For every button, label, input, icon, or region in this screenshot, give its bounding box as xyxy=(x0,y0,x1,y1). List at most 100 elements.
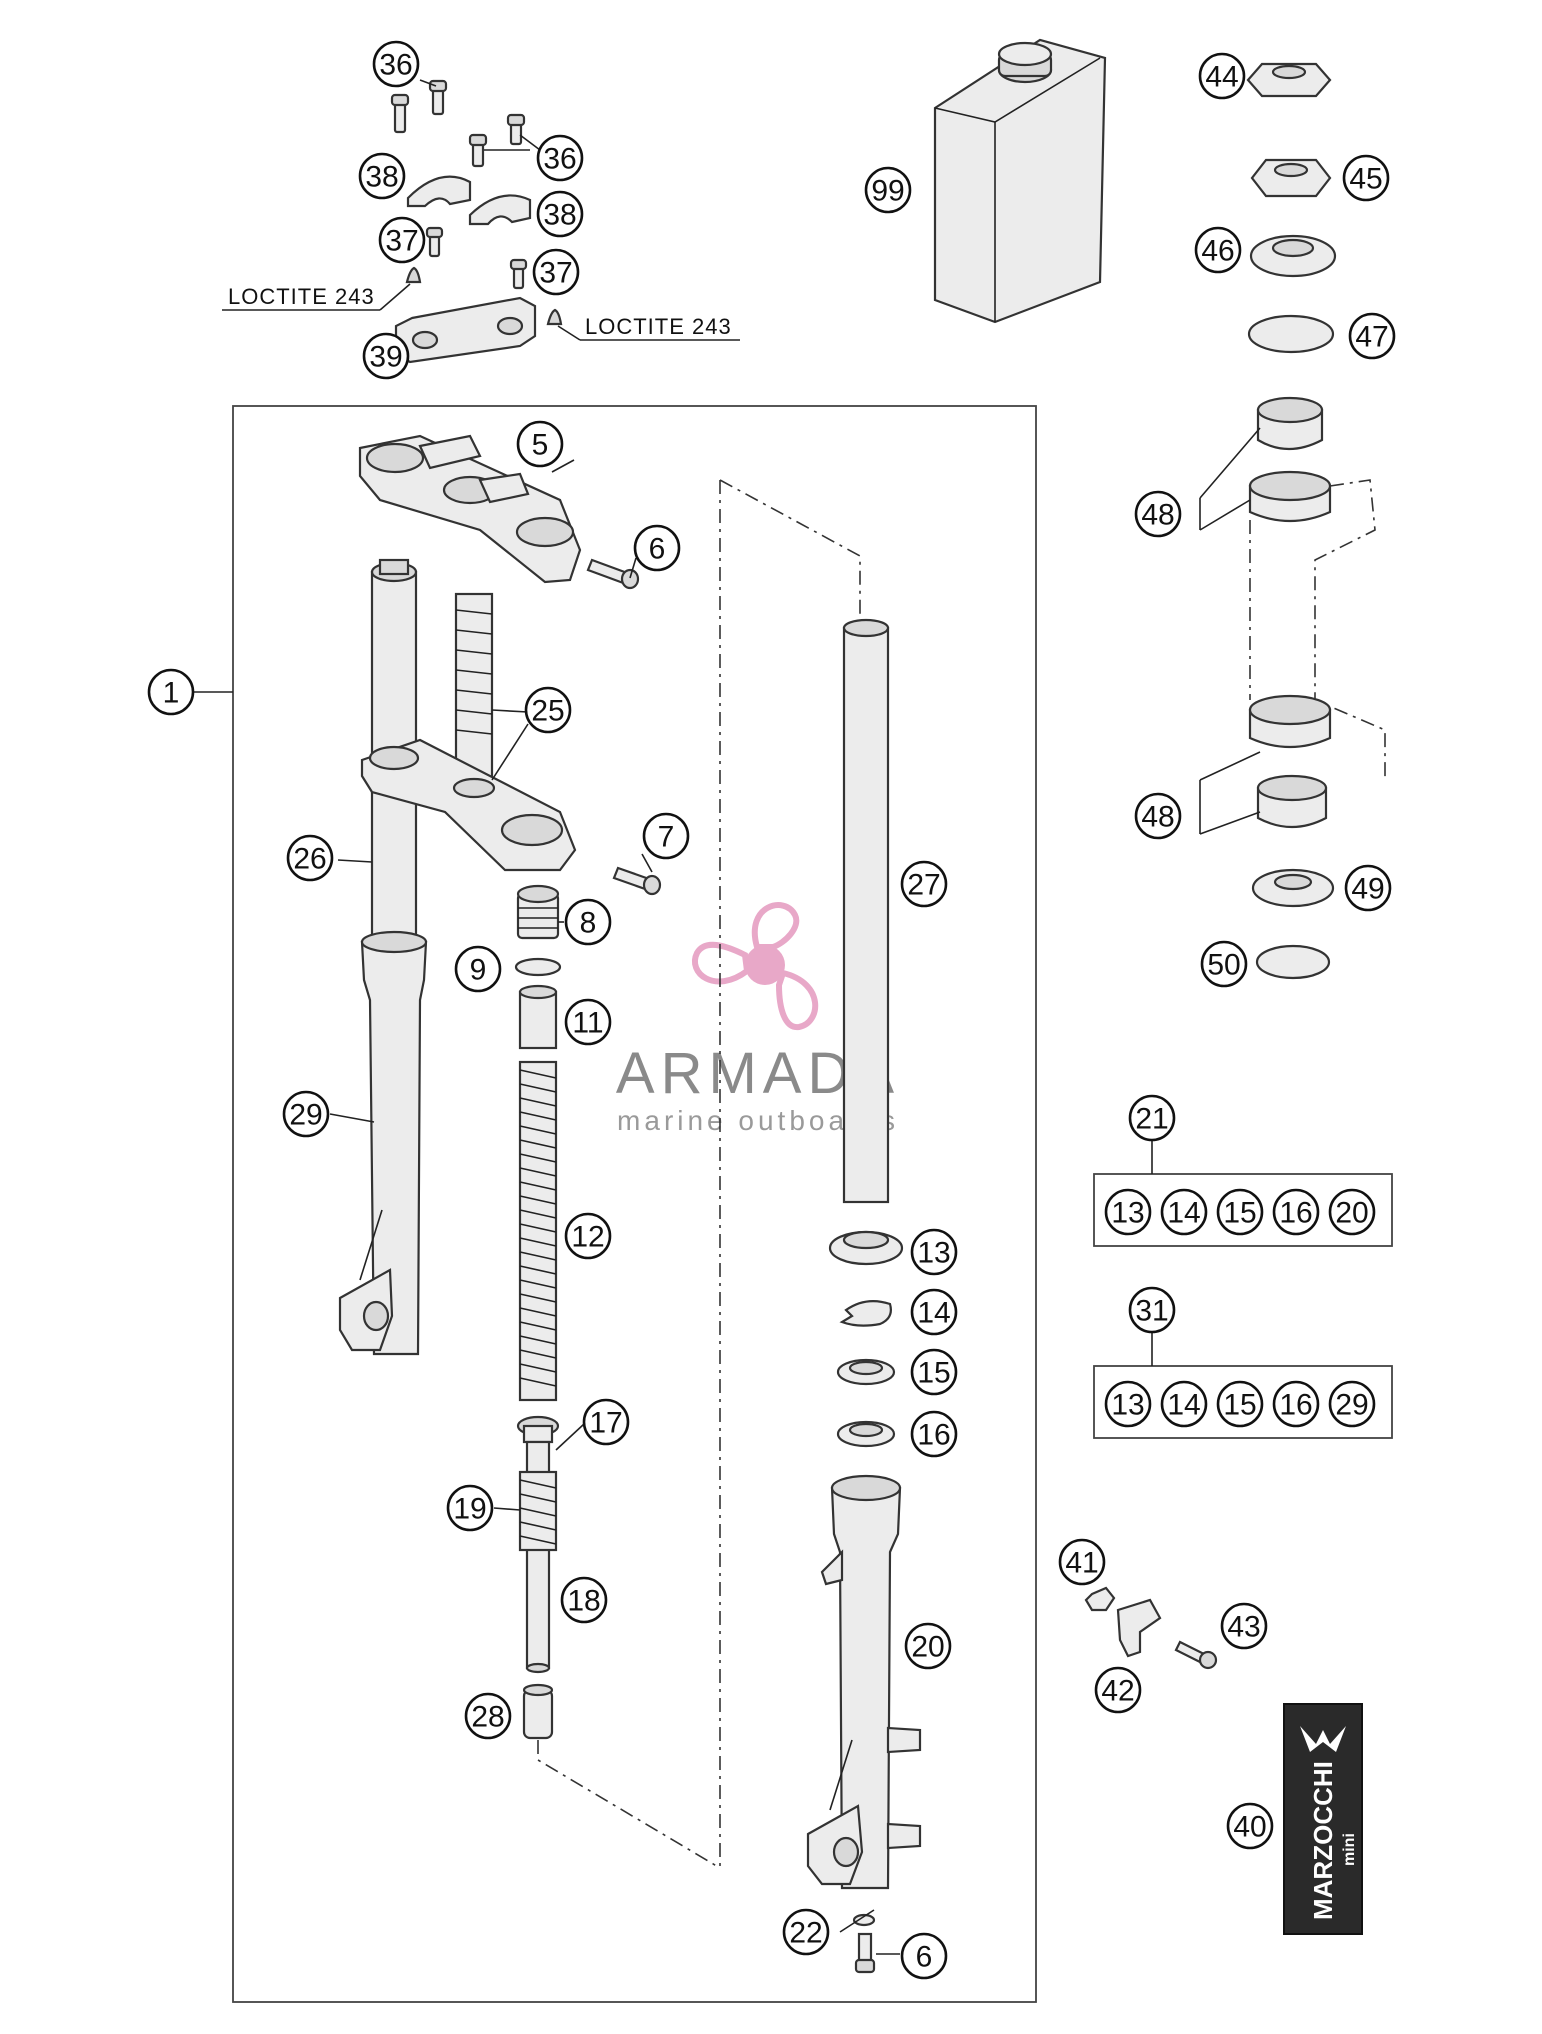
callout-7: 7 xyxy=(642,812,690,860)
part-36-screws xyxy=(390,79,541,168)
part-48-bearings-top xyxy=(1199,396,1332,531)
part-8-fork-cap xyxy=(516,884,560,940)
part-6-screw-bottom xyxy=(854,1932,876,1974)
svg-text:46: 46 xyxy=(1201,235,1234,268)
decal-brand: MARZOCCHI xyxy=(1308,1761,1338,1920)
svg-text:44: 44 xyxy=(1205,61,1238,94)
kit-31-part-15: 15 xyxy=(1216,1380,1264,1428)
svg-text:13: 13 xyxy=(1111,1197,1144,1230)
callout-8: 8 xyxy=(564,898,612,946)
svg-text:17: 17 xyxy=(589,1407,622,1440)
svg-text:18: 18 xyxy=(567,1585,600,1618)
callout-26: 26 xyxy=(286,834,334,882)
svg-text:7: 7 xyxy=(658,821,675,854)
svg-text:36: 36 xyxy=(543,143,576,176)
kit-21-part-13: 13 xyxy=(1104,1188,1152,1236)
part-6-screw-top xyxy=(586,558,640,590)
svg-text:20: 20 xyxy=(1335,1197,1368,1230)
part-15-seal xyxy=(836,1358,896,1386)
svg-text:6: 6 xyxy=(916,1941,933,1974)
callout-22: 22 xyxy=(782,1908,830,1956)
svg-text:49: 49 xyxy=(1351,873,1384,906)
callout-99: 99 xyxy=(864,166,912,214)
svg-text:15: 15 xyxy=(1223,1197,1256,1230)
callout-48-bottom: 48 xyxy=(1134,792,1182,840)
svg-text:31: 31 xyxy=(1135,1295,1168,1328)
svg-text:48: 48 xyxy=(1141,801,1174,834)
callout-25: 25 xyxy=(524,686,572,734)
part-9-o-ring xyxy=(514,957,562,977)
svg-text:29: 29 xyxy=(1335,1389,1368,1422)
part-13-seal xyxy=(828,1230,904,1266)
part-38-clamps xyxy=(406,175,532,226)
svg-text:40: 40 xyxy=(1233,1811,1266,1844)
svg-text:42: 42 xyxy=(1101,1675,1134,1708)
callout-38-right: 38 xyxy=(536,190,584,238)
part-45-nut xyxy=(1250,158,1332,198)
svg-text:39: 39 xyxy=(369,341,402,374)
svg-text:16: 16 xyxy=(1279,1197,1312,1230)
part-20-lower-leg xyxy=(806,1474,922,1890)
svg-text:25: 25 xyxy=(531,695,564,728)
kit-21-part-20: 20 xyxy=(1328,1188,1376,1236)
callout-16: 16 xyxy=(910,1410,958,1458)
part-12-spring xyxy=(518,1060,558,1402)
svg-text:11: 11 xyxy=(572,1007,603,1040)
svg-text:29: 29 xyxy=(289,1099,322,1132)
loctite-note-left: LOCTITE 243 xyxy=(228,284,375,309)
callout-50: 50 xyxy=(1200,940,1248,988)
callout-36-left: 36 xyxy=(372,40,420,88)
part-5-top-clamp xyxy=(358,434,582,584)
kit-31-part-16: 16 xyxy=(1272,1380,1320,1428)
part-41-nut xyxy=(1084,1586,1116,1612)
part-28-oil-lock xyxy=(522,1683,554,1740)
callout-15: 15 xyxy=(910,1348,958,1396)
svg-text:15: 15 xyxy=(917,1357,950,1390)
kit-31-box xyxy=(1093,1365,1393,1439)
kit-21-part-15: 15 xyxy=(1216,1188,1264,1236)
callout-45: 45 xyxy=(1342,154,1390,202)
svg-text:5: 5 xyxy=(532,429,549,462)
callout-5: 5 xyxy=(516,420,564,468)
part-43-bolt xyxy=(1174,1640,1218,1670)
svg-text:15: 15 xyxy=(1223,1389,1256,1422)
kit-31-part-29: 29 xyxy=(1328,1380,1376,1428)
callout-41: 41 xyxy=(1058,1538,1106,1586)
part-19-rebound-spring xyxy=(518,1470,558,1552)
marzocchi-logo-icon xyxy=(1300,1726,1346,1752)
svg-text:16: 16 xyxy=(917,1419,950,1452)
callout-42: 42 xyxy=(1094,1666,1142,1714)
svg-text:21: 21 xyxy=(1135,1103,1168,1136)
svg-text:27: 27 xyxy=(907,869,940,902)
callout-36-right: 36 xyxy=(536,134,584,182)
part-22-washer xyxy=(852,1913,876,1927)
steering-stem-outline xyxy=(1249,479,1386,780)
part-50-seal xyxy=(1255,944,1331,980)
svg-text:28: 28 xyxy=(471,1701,504,1734)
part-99-oil-bottle xyxy=(933,38,1107,324)
svg-text:6: 6 xyxy=(649,533,666,566)
svg-text:1: 1 xyxy=(163,677,180,710)
part-39-clamp-base xyxy=(394,296,537,364)
part-29-lower-leg xyxy=(338,930,428,1356)
kit-31-part-14: 14 xyxy=(1160,1380,1208,1428)
callout-47: 47 xyxy=(1348,312,1396,360)
part-37-screws xyxy=(222,226,740,341)
callout-39: 39 xyxy=(362,332,410,380)
part-40-decal: MARZOCCHI mini xyxy=(1283,1703,1363,1935)
callout-1: 1 xyxy=(147,668,195,716)
callout-37-right: 37 xyxy=(532,248,580,296)
svg-text:37: 37 xyxy=(539,257,572,290)
callout-20: 20 xyxy=(904,1622,952,1670)
callout-43: 43 xyxy=(1220,1602,1268,1650)
svg-text:8: 8 xyxy=(580,907,597,940)
callout-40: 40 xyxy=(1226,1802,1274,1850)
kit-21-box xyxy=(1093,1173,1393,1247)
callout-46: 46 xyxy=(1194,226,1242,274)
callout-44: 44 xyxy=(1198,52,1246,100)
svg-text:26: 26 xyxy=(293,843,326,876)
decal-sub: mini xyxy=(1341,1833,1358,1866)
part-44-nut xyxy=(1246,62,1332,98)
callout-37-left: 37 xyxy=(378,216,426,264)
